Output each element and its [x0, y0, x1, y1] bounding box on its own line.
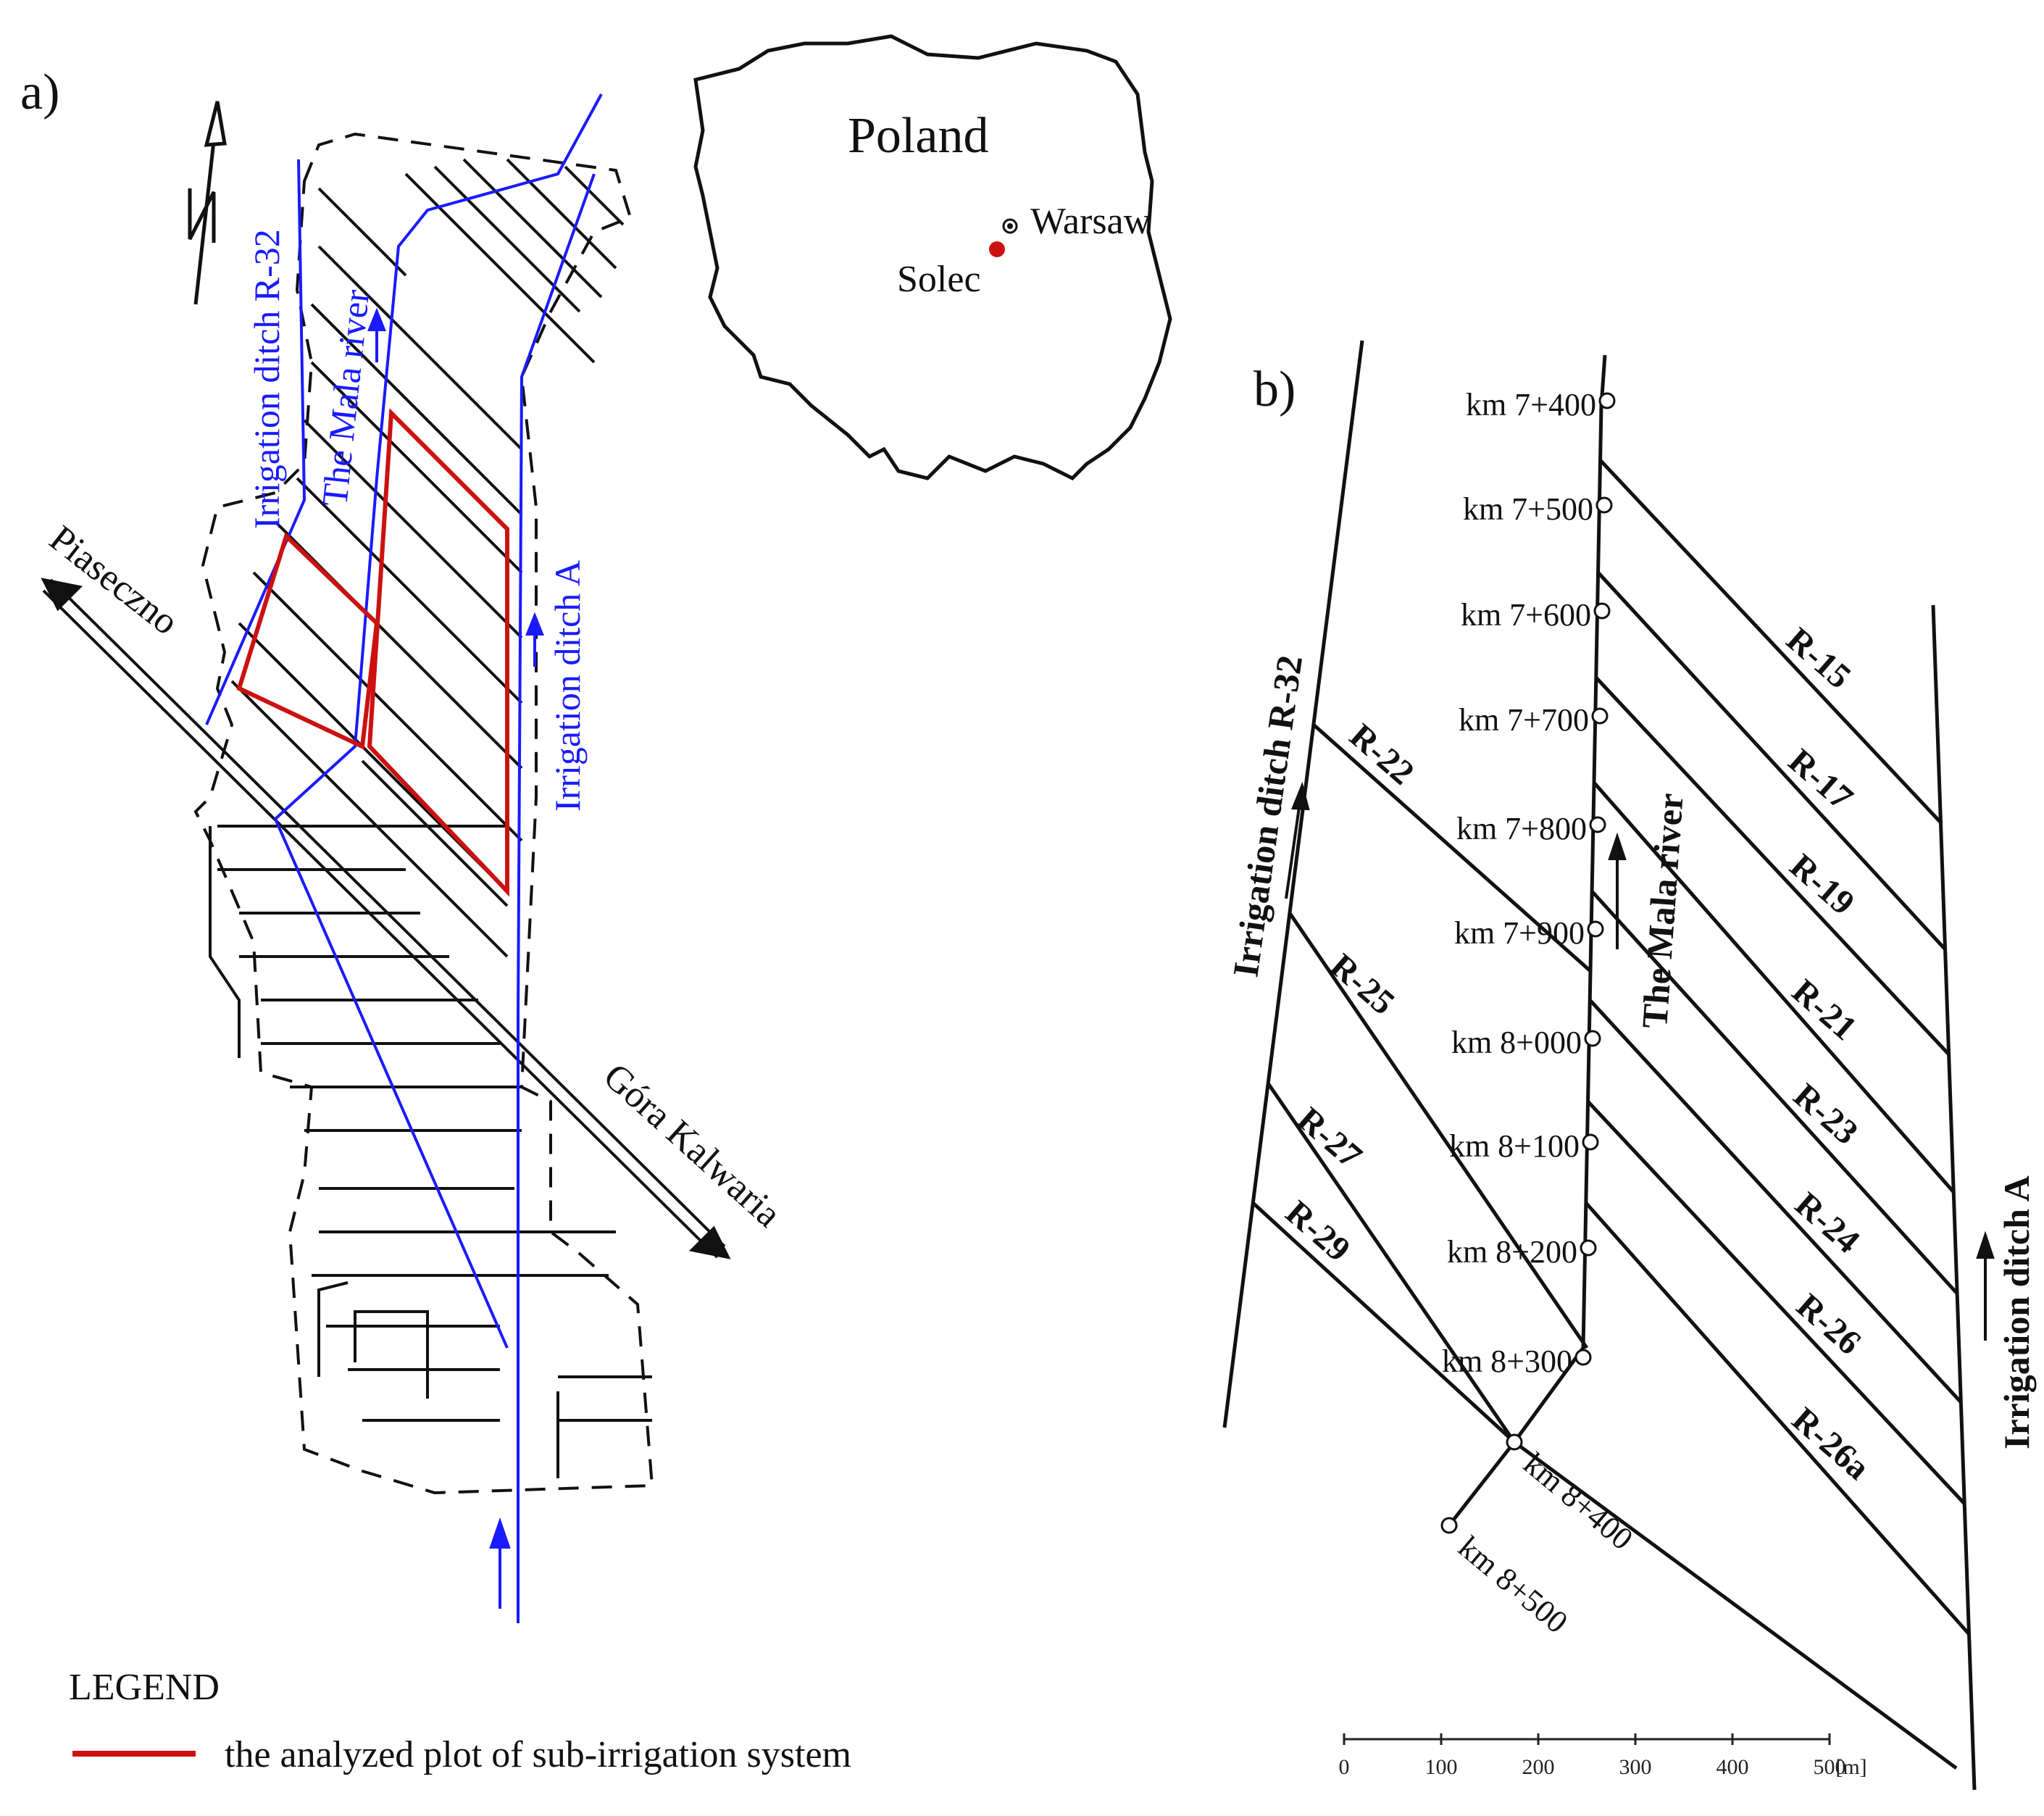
- km-marker-label: km 8+200: [1447, 1234, 1577, 1270]
- right-ditch-label: R-15: [1779, 620, 1858, 696]
- poland-outline: [693, 34, 1172, 481]
- km-marker-dot: [1580, 1239, 1597, 1257]
- scale-tick-label: 400: [1716, 1755, 1749, 1779]
- km-markers: km 7+400 km 7+500 km 7+600 km 7+700 km 7+800…: [1440, 387, 1640, 1640]
- legend-item-label: the analyzed plot of sub-irrigation syst…: [225, 1734, 851, 1775]
- km-marker-dot: [1582, 1133, 1599, 1151]
- km-marker-dot: [1440, 1517, 1458, 1534]
- panel-b: b) R-15R-17R-19R-21R-23R-24R-26R-26a R-2…: [1222, 340, 2037, 1791]
- km-marker-dot: [1587, 920, 1604, 938]
- r32-flow-arrow-icon: [1285, 781, 1310, 899]
- gora-kalwaria-label: Góra Kalwaria: [596, 1056, 789, 1236]
- ditch-r32-b: [1222, 340, 1364, 1428]
- right-ditch-line: [1594, 676, 1951, 1056]
- ditch-a-b: [1931, 604, 1977, 1791]
- right-ditch-line: [1513, 1440, 1958, 1770]
- right-ditch-line: [1593, 781, 1956, 1194]
- north-arrow-icon: [188, 101, 227, 305]
- left-ditch-label: R-27: [1290, 1100, 1369, 1176]
- km-marker-dot: [1595, 496, 1613, 514]
- km-marker-label: km 8+400: [1517, 1446, 1640, 1557]
- ditch-a-flow-arrow-icon: [1976, 1230, 1995, 1341]
- area-boundary: [193, 132, 654, 1495]
- scale-bar: 0 100 200 300 400 500[m]: [1339, 1733, 1867, 1779]
- road: [41, 578, 731, 1259]
- km-marker-dot: [1584, 1030, 1601, 1047]
- piaseczno-label: Piaseczno: [42, 518, 186, 643]
- warsaw-label: Warsaw: [1030, 201, 1151, 242]
- km-marker-label: km 8+500: [1452, 1529, 1574, 1640]
- right-ditch-line: [1596, 571, 1947, 951]
- right-ditch-label: R-26: [1789, 1286, 1868, 1362]
- right-ditch-line: [1586, 1100, 1966, 1505]
- panel-a: a) Poland Warsaw Solec: [20, 34, 1172, 1623]
- ditch-a-label-b: Irrigation ditch A: [1996, 1175, 2037, 1449]
- solec-marker-icon: [989, 241, 1005, 257]
- right-ditch-label: R-21: [1785, 972, 1864, 1048]
- r32-label-a: Irrigation ditch R-32: [246, 229, 287, 529]
- right-ditch-line: [1590, 890, 1959, 1295]
- km-marker-dot: [1593, 602, 1611, 620]
- right-ditch-line: [1584, 1201, 1971, 1636]
- left-ditch-line: [1267, 1082, 1517, 1444]
- scale-unit-label: [m]: [1835, 1755, 1866, 1779]
- poland-label: Poland: [848, 108, 988, 164]
- right-ditch-label: R-23: [1786, 1076, 1865, 1152]
- mala-flow-arrow-icon: [1608, 832, 1627, 949]
- flow-arrows: [367, 307, 544, 1609]
- legend: LEGEND the analyzed plot of sub-irrigati…: [69, 1667, 851, 1775]
- km-marker-label: km 7+800: [1456, 811, 1587, 846]
- scale-tick-label: 300: [1619, 1755, 1652, 1779]
- mala-river-line: [273, 93, 603, 1349]
- left-ditch-label: R-22: [1342, 717, 1421, 793]
- right-ditch-line: [1598, 459, 1943, 824]
- left-ditch-label: R-25: [1323, 946, 1402, 1022]
- scale-tick-label: 100: [1425, 1755, 1458, 1779]
- mala-label-b: The Mala river: [1634, 792, 1691, 1030]
- km-marker-dot: [1598, 392, 1616, 409]
- km-marker-dot: [1589, 816, 1606, 833]
- scale-tick-label: 0: [1339, 1755, 1350, 1779]
- mala-river-b: [1448, 354, 1607, 1527]
- km-marker-dot: [1591, 707, 1609, 725]
- scale-tick-label: 500: [1814, 1755, 1846, 1779]
- scale-tick-label: 200: [1522, 1755, 1555, 1779]
- left-ditch-line: [1251, 1201, 1516, 1444]
- km-marker-label: km 8+300: [1442, 1344, 1572, 1379]
- ditch-a-label-a: Irrigation ditch A: [547, 560, 588, 812]
- panel-b-label: b): [1253, 362, 1296, 417]
- km-marker-label: km 7+500: [1463, 491, 1593, 527]
- left-ditch-line: [1288, 912, 1589, 1349]
- analyzed-plots: [236, 408, 509, 897]
- km-marker-label: km 7+400: [1466, 387, 1596, 422]
- blue-ditches: [205, 93, 603, 1623]
- left-ditch-line: [1312, 723, 1592, 972]
- km-marker-dot: [1574, 1349, 1592, 1366]
- ditch-a-line: [517, 173, 596, 1623]
- warsaw-marker-icon: [1002, 218, 1018, 234]
- km-marker-dot: [1506, 1433, 1523, 1451]
- ditch-r32-line: [205, 159, 306, 725]
- left-ditch-label: R-29: [1278, 1194, 1357, 1270]
- right-ditch-line: [1588, 999, 1963, 1404]
- solec-label: Solec: [897, 259, 981, 300]
- km-marker-label: km 7+900: [1454, 915, 1585, 951]
- right-ditches: R-15R-17R-19R-21R-23R-24R-26R-26a: [1584, 459, 1971, 1636]
- km-marker-label: km 8+100: [1449, 1128, 1580, 1164]
- mala-label-a: The Mala river: [314, 288, 377, 508]
- right-ditch-label: R-17: [1781, 741, 1860, 817]
- panel-a-label: a): [20, 64, 59, 120]
- km-marker-label: km 7+600: [1461, 597, 1591, 633]
- right-ditch-label: R-19: [1782, 846, 1861, 922]
- right-ditch-label: R-24: [1788, 1185, 1866, 1261]
- km-marker-label: km 8+000: [1451, 1025, 1582, 1060]
- drainage-network: [209, 158, 652, 1478]
- legend-title: LEGEND: [69, 1667, 220, 1708]
- km-marker-label: km 7+700: [1459, 702, 1589, 738]
